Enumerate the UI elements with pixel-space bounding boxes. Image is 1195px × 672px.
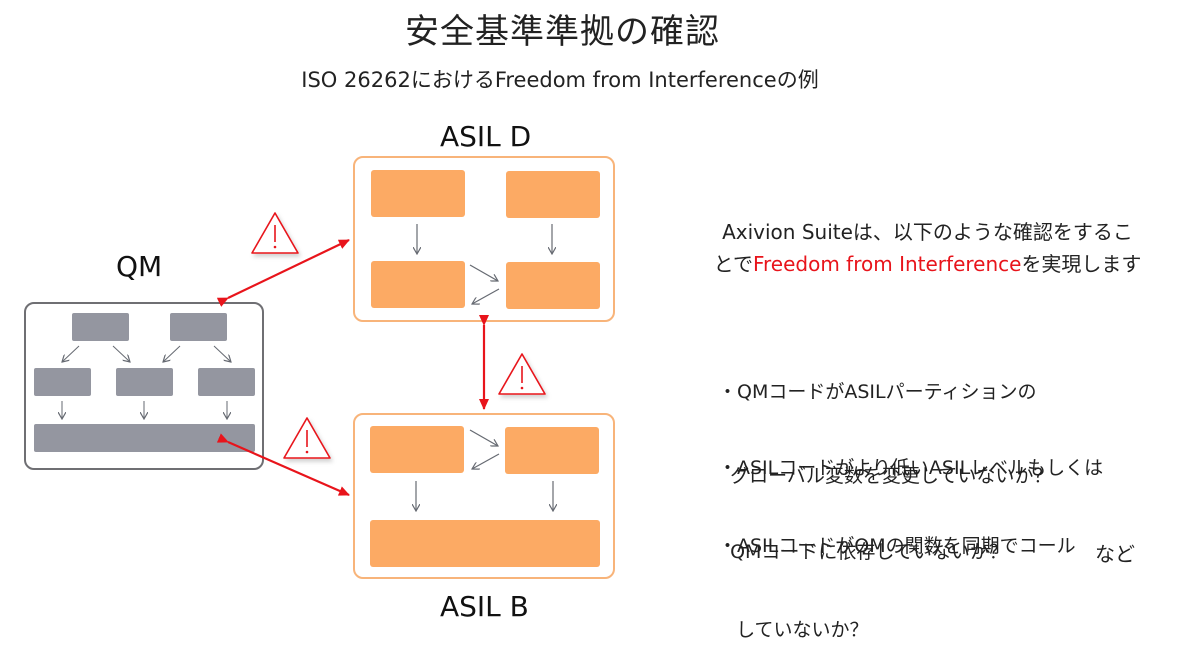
asil-d-flow-arrow (469, 264, 498, 281)
asil-b-label: ASIL B (440, 590, 529, 623)
description-line-2: とでFreedom from Interferenceを実現します (660, 248, 1195, 280)
qm-block-mid-right (198, 368, 255, 396)
description: Axivion Suiteは、以下のような確認をするこ とでFreedom fr… (660, 216, 1195, 280)
check-item: ・ASILコードがQMの関数を同期でコール していないか？ (718, 476, 1076, 672)
page-title: 安全基準準拠の確認 (405, 12, 720, 52)
qm-flow-arrow (213, 345, 231, 362)
asil-d-block-bottom-left (371, 261, 465, 308)
qm-block-top-right (170, 313, 227, 341)
page-subtitle: ISO 26262におけるFreedom from Interferenceの例 (301, 68, 819, 92)
warning-icon (283, 417, 331, 459)
asil-d-flow-arrow (472, 288, 500, 304)
qm-block-top-left (72, 313, 129, 341)
asil-b-block-top-right (505, 427, 599, 474)
warning-icon (498, 353, 546, 395)
diagram-arrows-overlay (0, 212, 1195, 628)
qm-block-mid-left (34, 368, 91, 396)
description-suffix: を実現します (1021, 252, 1142, 276)
check-item-line-1: ・QMコードがASILパーティションの (718, 381, 1037, 403)
check-item: ・QMコードがASILパーティションの グローバル変数を変更していないか？ (718, 322, 1052, 518)
check-item-line-2: QMコードに依存していないか？ (718, 541, 1008, 563)
etc-label: など (1095, 542, 1135, 566)
qm-label: QM (116, 250, 163, 283)
asil-d-label: ASIL D (440, 120, 532, 153)
asil-b-block-top-left (370, 426, 464, 473)
qm-flow-arrow (112, 345, 130, 362)
qm-flow-arrow (163, 345, 181, 362)
description-prefix: とで (713, 252, 753, 276)
description-line-1: Axivion Suiteは、以下のような確認をするこ (722, 220, 1133, 244)
check-item-line-2: していないか？ (718, 619, 869, 641)
qm-block-mid-center (116, 368, 173, 396)
qm-flow-arrow (62, 345, 80, 362)
asil-d-block-top-right (506, 171, 600, 218)
warning-icon (251, 212, 299, 254)
check-item-line-1: ・ASILコードがより低いASILレベルもしくは (718, 457, 1104, 479)
asil-b-block-bottom (370, 520, 600, 567)
check-item-line-2: グローバル変数を変更していないか？ (718, 465, 1053, 487)
description-highlight: Freedom from Interference (752, 252, 1022, 276)
asil-b-flow-arrow (472, 453, 500, 469)
check-item-line-1: ・ASILコードがQMの関数を同期でコール (718, 535, 1076, 557)
interference-arrow-qm-asild (216, 239, 350, 307)
asil-b-flow-arrow (469, 429, 498, 446)
check-item: ・ASILコードがより低いASILレベルもしくは QMコードに依存していないか？ (718, 398, 1103, 594)
interference-arrow-qm-asilb (216, 433, 350, 497)
asil-d-block-bottom-right (506, 262, 600, 309)
asil-d-block-top-left (371, 170, 465, 217)
